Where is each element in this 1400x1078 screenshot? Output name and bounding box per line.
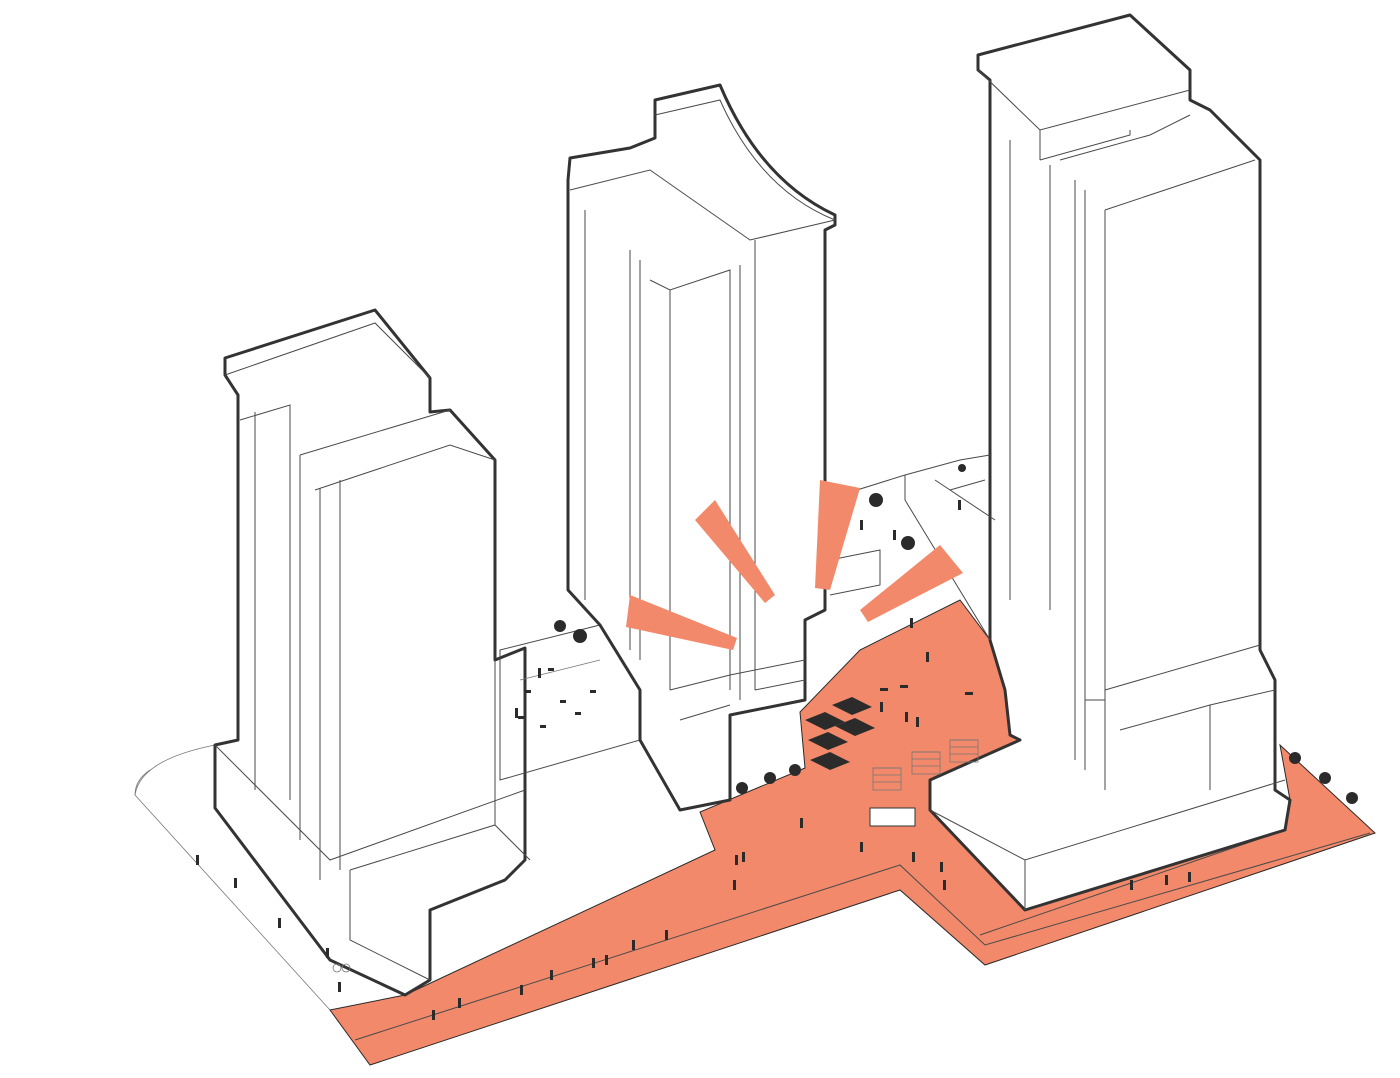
- left-tower: [215, 310, 530, 995]
- right-tower: [930, 15, 1290, 910]
- ray-top: [815, 480, 860, 590]
- center-tower: [568, 85, 835, 810]
